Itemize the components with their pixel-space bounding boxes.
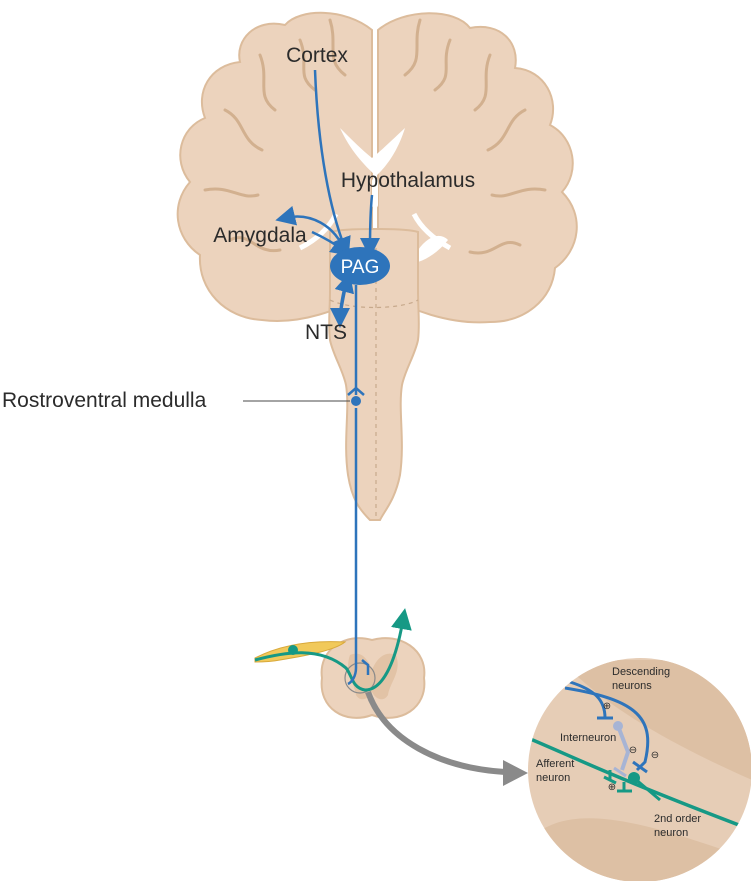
- excitatory-sign-afferent: ⊕: [608, 782, 616, 793]
- hypothalamus-label: Hypothalamus: [341, 169, 475, 192]
- inhibitory-sign-interneuron: ⊖: [629, 745, 637, 756]
- brainstem: [328, 228, 420, 521]
- rvm-neuron: [351, 396, 361, 406]
- interneuron-label: Interneuron: [560, 732, 616, 744]
- cortex-projection: [313, 69, 351, 258]
- amygdala-label: Amygdala: [213, 224, 307, 247]
- descending-neuron-1: [569, 680, 607, 719]
- brain: [176, 11, 578, 521]
- second-order-label-2: neuron: [654, 827, 688, 839]
- descending-neuron-2: [564, 686, 650, 772]
- descending-label-2: neurons: [612, 680, 652, 692]
- second-order-label-1: 2nd order: [654, 813, 701, 825]
- cortex-label: Cortex: [286, 44, 348, 67]
- pag-label: PAG: [341, 257, 380, 278]
- interneuron-body: [616, 725, 631, 771]
- nts-label: NTS: [305, 321, 347, 344]
- rvm-label: Rostroventral medulla: [2, 389, 207, 412]
- synapse-inset: Descending neurons Interneuron Afferent …: [528, 658, 751, 881]
- ventricles: [340, 128, 405, 176]
- spinal-descending-tract: [347, 285, 358, 686]
- zoom-arrow: [365, 690, 528, 786]
- hypothalamus-projection: [360, 194, 381, 258]
- descending-pathway: [275, 69, 381, 686]
- inhibitory-sign-descending: ⊖: [651, 750, 659, 761]
- left-hemisphere: [176, 11, 373, 322]
- descending-label-1: Descending: [612, 666, 670, 678]
- afferent-label-1: Afferent: [536, 758, 574, 770]
- excitatory-sign-top: ⊕: [603, 701, 611, 712]
- afferent-label-2: neuron: [536, 772, 570, 784]
- pag-node: PAG: [330, 247, 390, 285]
